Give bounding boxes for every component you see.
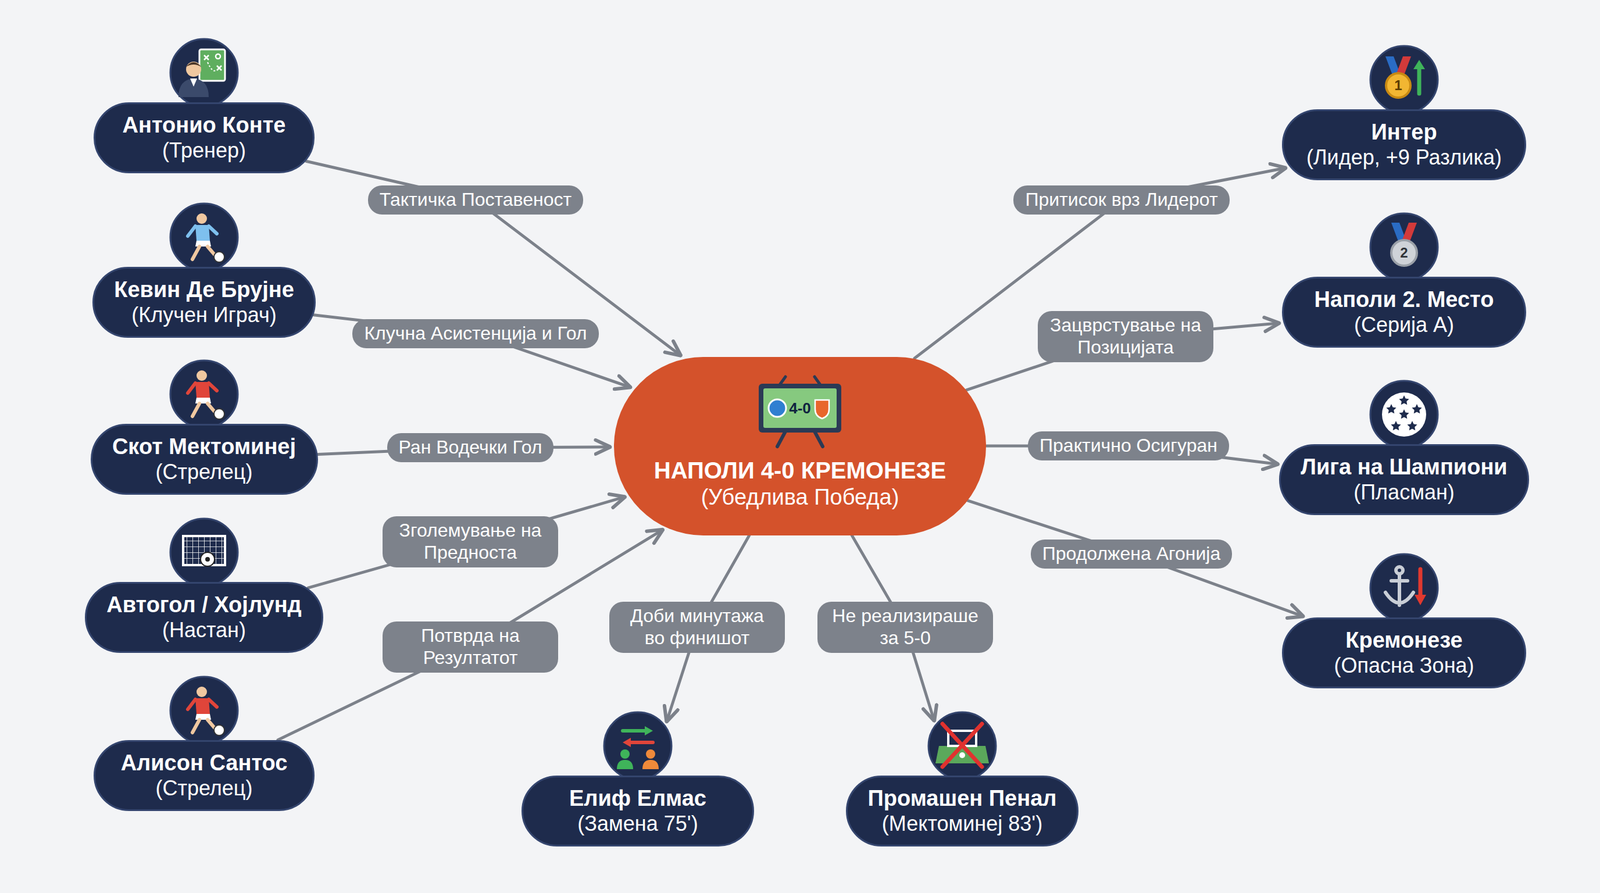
node-title: Кремонезе	[1345, 627, 1463, 654]
connector-arrow	[305, 161, 681, 356]
node-title: Елиф Елмас	[569, 785, 707, 812]
connector-label: Зголемување на Предноста	[382, 516, 559, 568]
node-subtitle: (Клучен Играч)	[131, 302, 277, 328]
connector-arrow	[308, 496, 626, 588]
connector-label: Практично Осигуран	[1027, 431, 1230, 461]
standing-node: Лига на Шампиони(Пласман)	[1279, 444, 1530, 516]
node-subtitle: (Стрелец)	[155, 459, 253, 485]
node-subtitle: (Настан)	[162, 618, 246, 643]
node-title: Алисон Сантос	[120, 750, 288, 777]
node-title: Скот Мектоминеј	[112, 433, 296, 460]
node-title: Антонио Конте	[122, 112, 287, 139]
connector-label: Тактичка Поставеност	[368, 185, 584, 215]
gold-medal-icon	[1370, 45, 1438, 114]
silver-medal-icon	[1370, 213, 1438, 281]
event-node: Промашен Пенал(Мектоминеј 83')	[845, 775, 1079, 847]
connector-label: Доби минутажа во финишот	[609, 601, 785, 653]
connector-label: Зацврстување на Позицијата	[1037, 311, 1214, 363]
node-subtitle: (Лидер, +9 Разлика)	[1306, 145, 1502, 170]
node-title: Наполи 2. Место	[1314, 286, 1495, 313]
connector-label: Потврда на Резултатот	[382, 621, 559, 673]
standing-node: Кремонезе(Опасна Зона)	[1281, 617, 1527, 689]
goal-net-icon	[170, 518, 238, 587]
person-node: Антонио Конте(Тренер)	[93, 102, 315, 174]
person-node: Скот Мектоминеј(Стрелец)	[90, 423, 319, 495]
connector-arrow	[313, 315, 631, 388]
connector-label: Притисок врз Лидерот	[1013, 185, 1230, 215]
standing-node: Интер(Лидер, +9 Разлика)	[1281, 109, 1527, 181]
node-subtitle: (Пласман)	[1353, 480, 1455, 505]
standing-node: Наполи 2. Место(Серија А)	[1281, 276, 1527, 348]
medal-number: 1	[1394, 78, 1402, 93]
medal-number: 2	[1400, 245, 1408, 260]
connector-label: Ран Водечки Гол	[387, 433, 555, 463]
event-node: Автогол / Хојлунд(Настан)	[84, 581, 324, 653]
connector-arrow	[967, 500, 1304, 617]
player-icon	[170, 360, 238, 428]
event-node: Елиф Елмас(Замена 75')	[521, 775, 755, 847]
node-subtitle: (Тренер)	[162, 138, 246, 163]
node-subtitle: (Стрелец)	[155, 776, 253, 801]
node-title: Кевин Де Брујне	[113, 276, 295, 303]
score-text: 4-0	[788, 400, 812, 416]
match-node: НАПОЛИ 4-0 КРЕМОНЕЗЕ(Убедлива Победа)	[613, 356, 987, 536]
node-title: Промашен Пенал	[868, 785, 1057, 812]
node-subtitle: (Опасна Зона)	[1333, 653, 1474, 678]
node-title: Лига на Шампиони	[1300, 454, 1507, 481]
connector-label: Не реализираше за 5-0	[817, 601, 994, 653]
node-title: НАПОЛИ 4-0 КРЕМОНЕЗЕ	[654, 456, 946, 485]
connector-label: Клучна Асистенција и Гол	[352, 319, 599, 349]
node-title: Автогол / Хојлунд	[106, 591, 302, 619]
node-subtitle: (Убедлива Победа)	[701, 484, 900, 511]
player-icon	[170, 203, 238, 271]
coach-icon	[170, 38, 238, 107]
substitution-icon	[604, 712, 672, 780]
node-subtitle: (Мектоминеј 83')	[881, 811, 1043, 837]
champions-ball-icon	[1370, 380, 1438, 449]
relegation-anchor-icon	[1370, 554, 1438, 622]
node-subtitle: (Замена 75')	[577, 811, 698, 837]
player-icon	[170, 676, 238, 745]
missed-penalty-icon	[928, 712, 996, 780]
node-title: Интер	[1370, 119, 1437, 146]
node-subtitle: (Серија А)	[1354, 312, 1455, 338]
person-node: Кевин Де Брујне(Клучен Играч)	[92, 266, 316, 338]
connector-label: Продолжена Агонија	[1030, 539, 1232, 569]
person-node: Алисон Сантос(Стрелец)	[93, 740, 315, 812]
